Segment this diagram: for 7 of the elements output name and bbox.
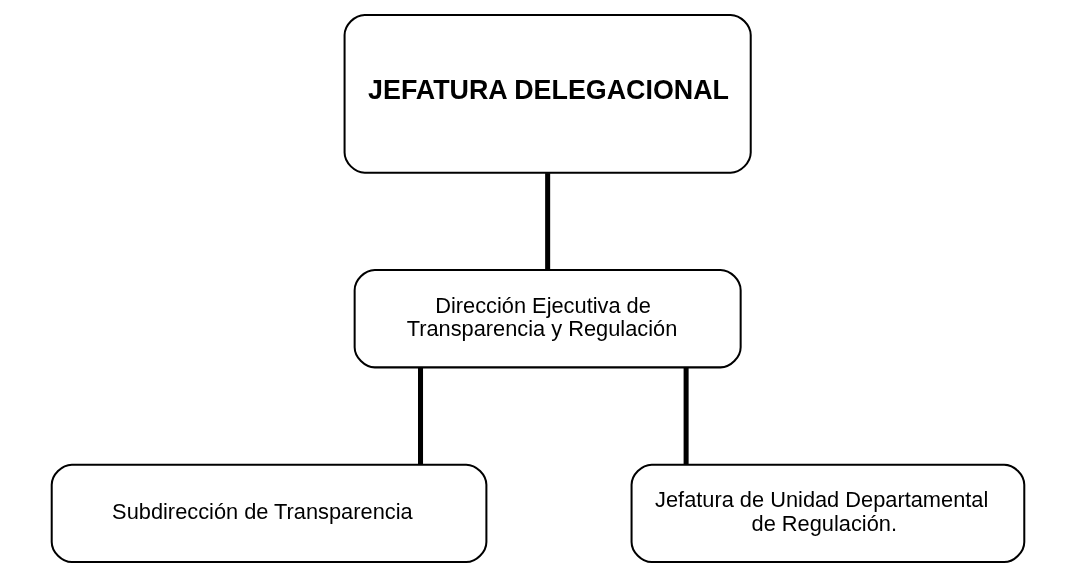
connector (683, 367, 689, 465)
connector (417, 367, 423, 465)
connector (544, 173, 550, 270)
node-box: Subdirección de Transparencia (50, 463, 487, 564)
node-box: Jefatura de Unidad Departamental de Regulación. (630, 463, 1025, 564)
node-box: JEFATURA DELEGACIONAL (343, 13, 752, 174)
node-box: Dirección Ejecutiva de Transparencia y Regulación (353, 269, 742, 369)
